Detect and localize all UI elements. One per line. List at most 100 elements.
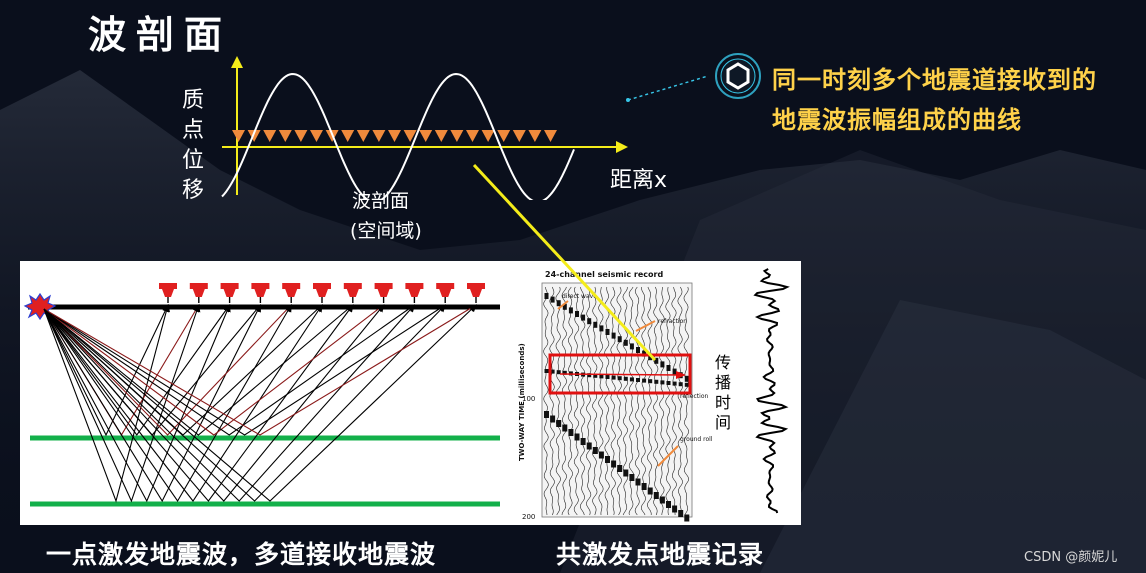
ray-path	[43, 304, 477, 436]
reflection-mark	[642, 378, 647, 383]
receiver-triangle	[372, 130, 386, 142]
ray-path	[43, 304, 416, 502]
first-break-mark	[623, 339, 628, 346]
record-trace	[677, 286, 683, 516]
x-axis-label: 距离x	[610, 168, 668, 193]
ground-roll-mark	[544, 411, 549, 418]
record-trace	[683, 286, 690, 516]
reflection-mark	[556, 370, 561, 375]
receiver-triangle	[310, 130, 323, 142]
seismic-panel-graphics: 24-channel seismic record TWO-WAY TIME (…	[23, 268, 790, 522]
trace-label-char-2: 播	[715, 373, 731, 392]
ground-roll-mark	[611, 460, 617, 468]
trace-label-char-1: 传	[715, 353, 731, 372]
reflection-mark	[636, 378, 640, 382]
receiver-triangle	[294, 130, 308, 142]
hexagon-icon	[726, 62, 750, 90]
ground-roll-mark	[623, 469, 629, 477]
single-trace-curve	[753, 268, 790, 514]
receiver-triangle	[528, 130, 542, 142]
reflection-mark	[629, 377, 634, 382]
geophone-icon	[436, 283, 455, 303]
first-break-mark	[568, 307, 573, 314]
ground-roll-mark	[647, 487, 653, 495]
reflection-mark	[660, 380, 665, 385]
receiver-triangle	[278, 130, 292, 142]
record-trace	[671, 286, 677, 516]
reflection-mark	[599, 374, 604, 379]
ray-path	[43, 304, 261, 503]
tick-200: 200	[522, 513, 535, 521]
reflection-mark	[672, 381, 677, 386]
ray-path	[43, 303, 231, 503]
first-break-mark	[581, 314, 586, 321]
ground-roll-mark	[635, 478, 641, 486]
geophone-icon	[374, 283, 393, 303]
y-axis-label: 质点位移	[181, 88, 204, 203]
ground-roll-mark	[580, 438, 586, 445]
note-line-2: 地震波振幅组成的曲线	[772, 106, 1022, 134]
receiver-triangle	[466, 130, 479, 142]
reflection-mark	[654, 379, 659, 384]
geophone-icon	[159, 283, 177, 303]
record-trace	[653, 286, 659, 516]
seismic-panel: 24-channel seismic record TWO-WAY TIME (…	[20, 261, 801, 525]
reflection-mark	[648, 379, 653, 384]
first-break-mark	[684, 375, 689, 382]
ground-roll-mark	[684, 514, 690, 522]
receiver-triangle	[403, 130, 417, 142]
ray-path	[43, 304, 385, 436]
domain-label: (空间域)	[350, 220, 422, 242]
ray-path	[43, 304, 416, 436]
receiver-triangle	[419, 130, 433, 142]
ray-path	[43, 304, 446, 502]
ground-roll-mark	[568, 429, 574, 436]
receiver-triangle	[232, 130, 245, 142]
geophone-icon	[467, 283, 485, 303]
ray-path	[43, 304, 169, 437]
x-axis-arrow-icon	[616, 141, 628, 153]
reflection-mark	[617, 376, 622, 381]
ground-roll-mark	[617, 465, 623, 472]
page-title: 波剖面	[88, 13, 233, 57]
first-break-mark	[544, 293, 549, 299]
trace-label-char-4: 间	[715, 413, 731, 432]
reflection-mark	[593, 373, 598, 378]
ground-roll-mark	[659, 496, 665, 504]
first-break-mark	[550, 296, 555, 303]
first-break-mark	[666, 365, 671, 371]
first-break-mark	[617, 336, 622, 343]
ray-path	[43, 303, 171, 503]
reflection-mark	[678, 382, 683, 387]
reflection-mark	[611, 375, 616, 380]
ground-roll-mark	[574, 433, 580, 441]
record-axis-label: TWO-WAY TIME (milliseconds)	[518, 343, 526, 461]
ground-roll-mark	[550, 415, 556, 423]
first-break-mark	[660, 361, 665, 368]
first-break-mark	[636, 347, 640, 353]
geophone-icon	[313, 283, 331, 303]
record-trace	[665, 286, 671, 516]
annotation-reflection: reflection	[680, 393, 708, 400]
first-break-mark	[605, 329, 610, 335]
ground-roll-mark	[586, 442, 592, 450]
reflection-mark	[562, 370, 567, 375]
first-break-mark	[599, 325, 604, 332]
receiver-triangle	[497, 130, 511, 142]
reflection-mark	[666, 381, 671, 385]
first-break-mark	[587, 318, 592, 325]
ground-roll-mark	[556, 420, 562, 427]
wave-section-label: 波剖面	[352, 190, 410, 212]
geophone-icon	[405, 283, 424, 303]
receiver-triangle	[356, 130, 370, 142]
ground-roll-mark	[666, 501, 671, 508]
ray-path	[43, 304, 292, 436]
first-break-mark	[575, 311, 579, 317]
receiver-triangle	[512, 130, 526, 142]
ground-roll-mark	[562, 424, 568, 432]
ground-roll-mark	[605, 456, 610, 463]
record-title: 24-channel seismic record	[545, 270, 663, 279]
ground-roll-mark	[678, 510, 684, 517]
geophone-icon	[251, 283, 270, 303]
